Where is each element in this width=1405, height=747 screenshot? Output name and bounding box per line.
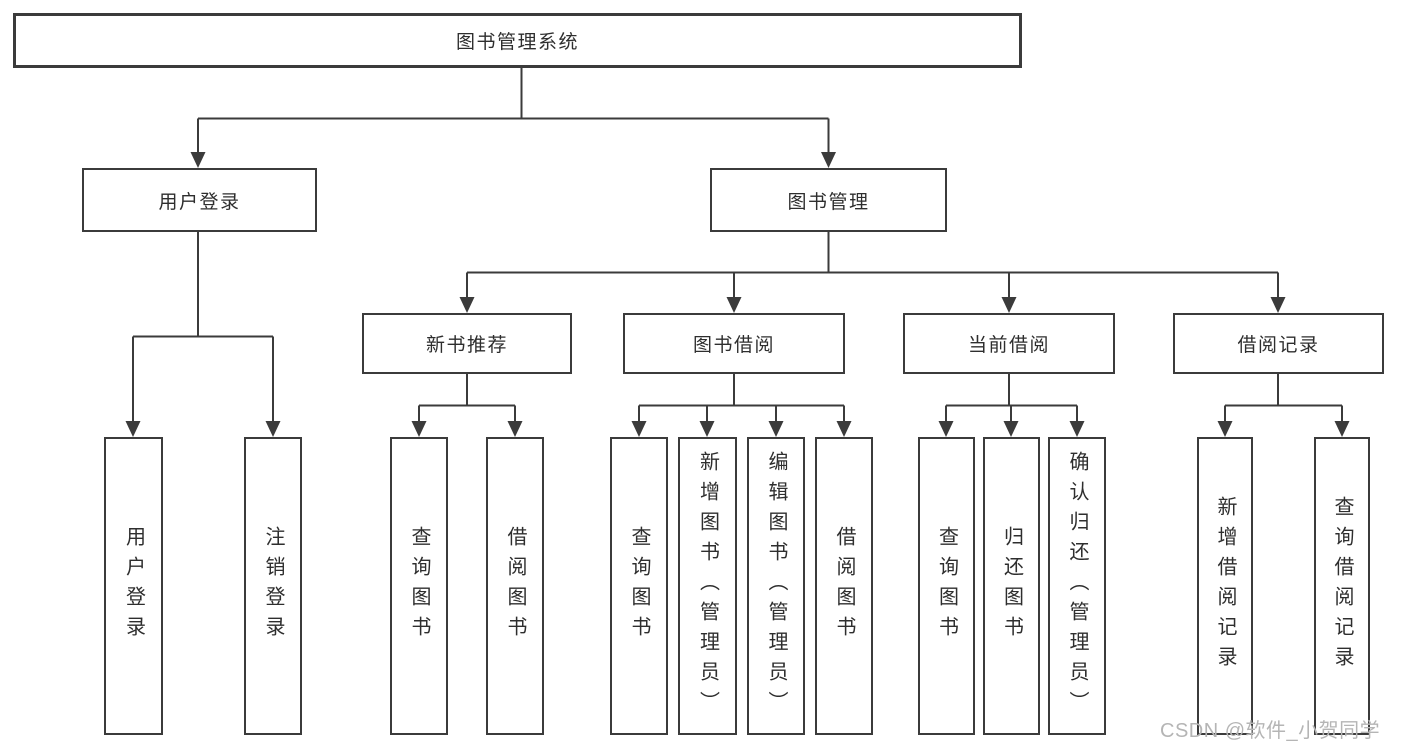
leaf-query-book-borrowing: 查询图书 (610, 437, 668, 735)
csdn-watermark: CSDN @软件_小贺同学 (1160, 720, 1381, 742)
leaf-edit-book-admin-label: 编辑图书（管理员） (765, 451, 787, 721)
leaf-user-login-label: 用户登录 (122, 526, 145, 646)
leaf-query-book-borrowing-label: 查询图书 (628, 526, 650, 646)
leaf-query-book-current-label: 查询图书 (935, 526, 958, 646)
leaf-confirm-return-admin-label: 确认归还（管理员） (1066, 451, 1088, 721)
node-user-login: 用户登录 (82, 168, 317, 232)
leaf-borrow-book-recommend-label: 借阅图书 (504, 526, 526, 646)
leaf-query-book-recommend-label: 查询图书 (408, 526, 430, 646)
leaf-borrow-book-recommend: 借阅图书 (486, 437, 544, 735)
node-book-borrowing-label: 图书借阅 (692, 335, 775, 356)
node-current-borrowing-label: 当前借阅 (967, 335, 1050, 356)
node-library-system-label: 图书管理系统 (455, 32, 579, 53)
leaf-query-book-current: 查询图书 (918, 437, 975, 735)
node-borrowing-records: 借阅记录 (1173, 313, 1384, 374)
leaf-logout-label: 注销登录 (262, 526, 284, 646)
leaf-borrow-book-label: 借阅图书 (833, 526, 855, 646)
node-new-book-recommend: 新书推荐 (362, 313, 572, 374)
leaf-query-borrow-record: 查询借阅记录 (1314, 437, 1370, 735)
leaf-user-login: 用户登录 (104, 437, 163, 735)
leaf-add-borrow-record: 新增借阅记录 (1197, 437, 1253, 735)
node-library-system: 图书管理系统 (13, 13, 1022, 68)
leaf-add-borrow-record-label: 新增借阅记录 (1214, 496, 1236, 676)
leaf-return-book-label: 归还图书 (1000, 526, 1023, 646)
node-borrowing-records-label: 借阅记录 (1237, 335, 1320, 356)
leaf-edit-book-admin: 编辑图书（管理员） (747, 437, 805, 735)
node-new-book-recommend-label: 新书推荐 (425, 335, 508, 356)
node-user-login-label: 用户登录 (158, 191, 241, 213)
leaf-logout: 注销登录 (244, 437, 302, 735)
leaf-borrow-book: 借阅图书 (815, 437, 873, 735)
node-book-management: 图书管理 (710, 168, 947, 232)
leaf-add-book-admin: 新增图书（管理员） (678, 437, 737, 735)
leaf-return-book: 归还图书 (983, 437, 1040, 735)
node-current-borrowing: 当前借阅 (903, 313, 1115, 374)
leaf-query-book-recommend: 查询图书 (390, 437, 448, 735)
leaf-confirm-return-admin: 确认归还（管理员） (1048, 437, 1106, 735)
node-book-management-label: 图书管理 (787, 191, 870, 213)
node-book-borrowing: 图书借阅 (623, 313, 845, 374)
leaf-add-book-admin-label: 新增图书（管理员） (696, 451, 719, 721)
leaf-query-borrow-record-label: 查询借阅记录 (1331, 496, 1353, 676)
